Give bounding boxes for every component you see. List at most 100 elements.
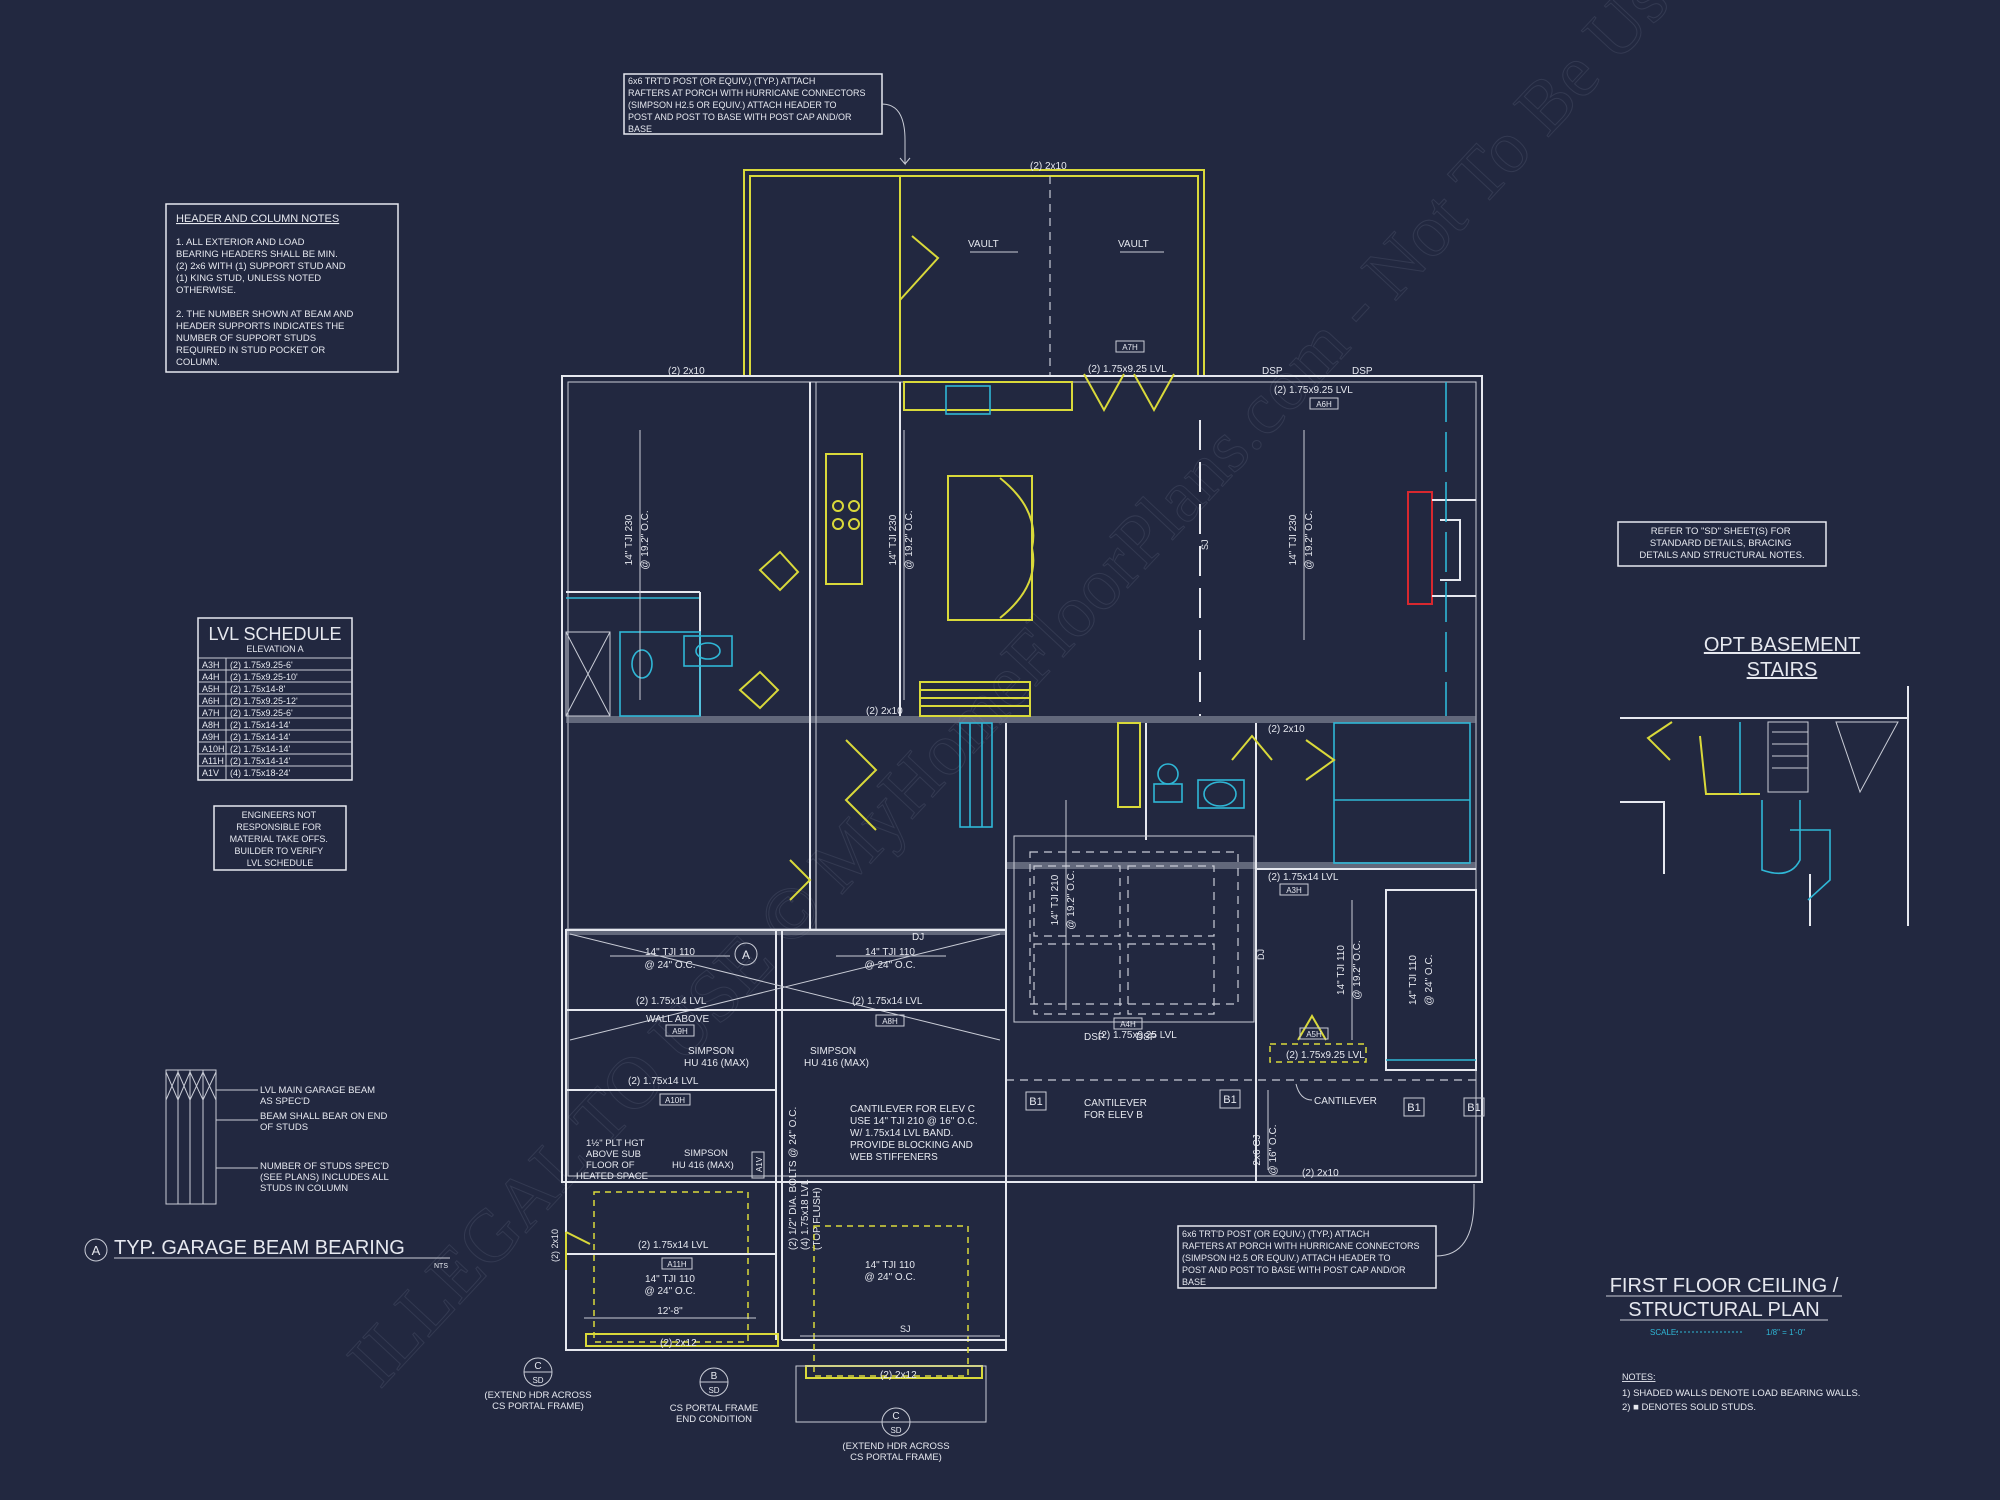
lvl-schedule-title: LVL SCHEDULE [208,624,341,644]
svg-text:ENGINEERS NOT RESPONSIBL: ENGINEERS NOT RESPONSIBLE FOR MATERIAL T… [230,810,331,868]
svg-text:A1V: A1V [755,1156,764,1172]
svg-text:(2) 2x12: (2) 2x12 [660,1338,697,1349]
svg-text:A7H: A7H [1122,343,1138,352]
svg-text:14" TJI 110: 14" TJI 110 [1336,945,1347,995]
lvl-row-size: (2) 1.75x9.25-10' [230,672,298,682]
svg-text:(2) 2x10: (2) 2x10 [866,706,903,717]
floor-plan: VAULT VAULT (2) 2x10 (2) 2x10 (2) 1.75x9… [484,161,1485,1463]
svg-text:(TOP FLUSH): (TOP FLUSH) [812,1188,823,1250]
detail-title: TYP. GARAGE BEAM BEARING [114,1237,405,1259]
svg-text:SCALE:: SCALE: [1650,1328,1678,1337]
header-column-notes: HEADER AND COLUMN NOTES 1. ALL EXTERIOR … [165,203,399,373]
lvl-row-size: (2) 1.75x14-14' [230,744,291,754]
svg-text:SD: SD [890,1426,901,1435]
svg-text:C: C [534,1361,541,1372]
svg-text:A3H: A3H [1286,886,1302,895]
svg-text:SD: SD [708,1386,719,1395]
watermark-text: ILLEGAL TO USE © MyHomeFloorPlans.com - … [332,0,2000,1402]
svg-text:14" TJI 210: 14" TJI 210 [1050,874,1061,925]
svg-text:14" TJI 110: 14" TJI 110 [1408,955,1419,1005]
svg-text:6x6 TRT'D POST (OR EQUIV.) (TY: 6x6 TRT'D POST (OR EQUIV.) (TYP.) ATTACH… [1182,1229,1422,1287]
svg-text:A5H: A5H [1306,1030,1322,1039]
svg-text:(2) 1.75x9.25 LVL: (2) 1.75x9.25 LVL [1088,364,1167,375]
lvl-row-tag: A4H [202,672,220,682]
svg-text:A8H: A8H [882,1017,898,1026]
svg-text:OPT BASEMENT: OPT BASEMENT [1704,634,1860,656]
svg-text:(2) 1.75x14 LVL: (2) 1.75x14 LVL [852,996,923,1007]
svg-text:1/8" = 1'-0": 1/8" = 1'-0" [1766,1328,1805,1337]
svg-text:(2) 1.75x9.25 LVL: (2) 1.75x9.25 LVL [1286,1050,1365,1061]
svg-text:(2) 1.75x14 LVL: (2) 1.75x14 LVL [628,1076,699,1087]
lvl-row-size: (2) 1.75x14-14' [230,732,291,742]
svg-text:@ 24" O.C.: @ 24" O.C. [865,960,916,971]
svg-text:REFER TO "SD" SHEET(S) FOR: REFER TO "SD" SHEET(S) FOR STANDARD DETA… [1639,526,1804,561]
header-notes-lines: 1. ALL EXTERIOR AND LOAD BEARING HEADERS… [176,237,356,368]
svg-text:2x6 CJ: 2x6 CJ [1252,1134,1263,1165]
svg-text:C: C [892,1411,899,1422]
lvl-row-tag: A1V [202,768,219,778]
lvl-row-tag: A11H [202,756,224,766]
svg-text:14" TJI 110: 14" TJI 110 [865,1260,915,1271]
svg-text:DSP: DSP [1136,1032,1157,1043]
watermark: ILLEGAL TO USE © MyHomeFloorPlans.com - … [332,0,2000,1402]
svg-text:@ 19.2" O.C.: @ 19.2" O.C. [904,510,915,569]
svg-text:@ 24" O.C.: @ 24" O.C. [1424,955,1435,1006]
svg-text:(2) 2x10: (2) 2x10 [668,366,705,377]
svg-text:12'-8": 12'-8" [657,1306,683,1317]
svg-text:NOTES:: NOTES: [1622,1372,1656,1382]
svg-text:14" TJI 230: 14" TJI 230 [1288,514,1299,565]
svg-text:SJ: SJ [1200,539,1210,550]
svg-text:@ 19.2" O.C.: @ 19.2" O.C. [640,510,651,569]
svg-text:14" TJI 230: 14" TJI 230 [624,514,635,565]
post-note-top: 6x6 TRT'D POST (OR EQUIV.) (TYP.) ATTACH… [623,73,911,166]
lvl-row-tag: A10H [202,744,225,754]
svg-text:SJ: SJ [900,1324,911,1334]
lvl-row-tag: A6H [202,696,220,706]
lvl-row-size: (2) 1.75x14-8' [230,684,286,694]
detail-marker: A [92,1243,101,1258]
svg-text:DJ: DJ [912,932,924,943]
svg-text:VAULT: VAULT [1118,239,1149,250]
header-notes-title: HEADER AND COLUMN NOTES [176,213,339,225]
svg-text:(2) 2x10: (2) 2x10 [1302,1168,1339,1179]
svg-text:A11H: A11H [667,1260,687,1269]
svg-text:@ 24" O.C.: @ 24" O.C. [645,960,696,971]
svg-text:(4) 1.75x18 LVL: (4) 1.75x18 LVL [800,1179,811,1250]
svg-text:@ 19.2" O.C.: @ 19.2" O.C. [1352,940,1363,999]
lvl-row-tag: A8H [202,720,220,730]
lvl-row-size: (4) 1.75x18-24' [230,768,291,778]
svg-text:(2) 1.75x9.25 LVL: (2) 1.75x9.25 LVL [1274,385,1353,396]
svg-text:14" TJI 110: 14" TJI 110 [865,947,915,958]
b1-tag: B1 [1467,1102,1480,1114]
svg-text:(2) 2x10: (2) 2x10 [550,1229,560,1262]
svg-text:14" TJI 110: 14" TJI 110 [645,1274,695,1285]
lvl-row-tag: A9H [202,732,220,742]
svg-text:(2) 1.75x9.25 LVL: (2) 1.75x9.25 LVL [1098,1030,1177,1041]
svg-text:(2) 1/2" DIA. BOLTS @ 24" O.C.: (2) 1/2" DIA. BOLTS @ 24" O.C. [788,1107,799,1250]
svg-text:A: A [742,948,750,962]
svg-text:(2) 1.75x14 LVL: (2) 1.75x14 LVL [636,996,707,1007]
lvl-schedule: LVL SCHEDULE ELEVATION A A3H(2) 1.75x9.2… [197,617,353,781]
post-note-bottom: 6x6 TRT'D POST (OR EQUIV.) (TYP.) ATTACH… [1177,1184,1475,1289]
b1-tag: B1 [1407,1102,1420,1114]
svg-text:A6H: A6H [1316,400,1332,409]
lvl-schedule-subtitle: ELEVATION A [246,644,303,654]
svg-text:@ 19.2" O.C.: @ 19.2" O.C. [1304,510,1315,569]
svg-text:SD: SD [532,1376,543,1385]
opt-basement-stairs: OPT BASEMENT STAIRS [1620,634,1909,926]
title-block: FIRST FLOOR CEILING / STRUCTURAL PLAN SC… [1606,1275,1860,1413]
detail-scale: NTS [434,1263,448,1270]
lvl-row-size: (2) 1.75x9.25-6' [230,708,293,718]
svg-text:WALL ABOVE: WALL ABOVE [646,1014,710,1025]
svg-text:(2) 1.75x14 LVL: (2) 1.75x14 LVL [638,1240,709,1251]
